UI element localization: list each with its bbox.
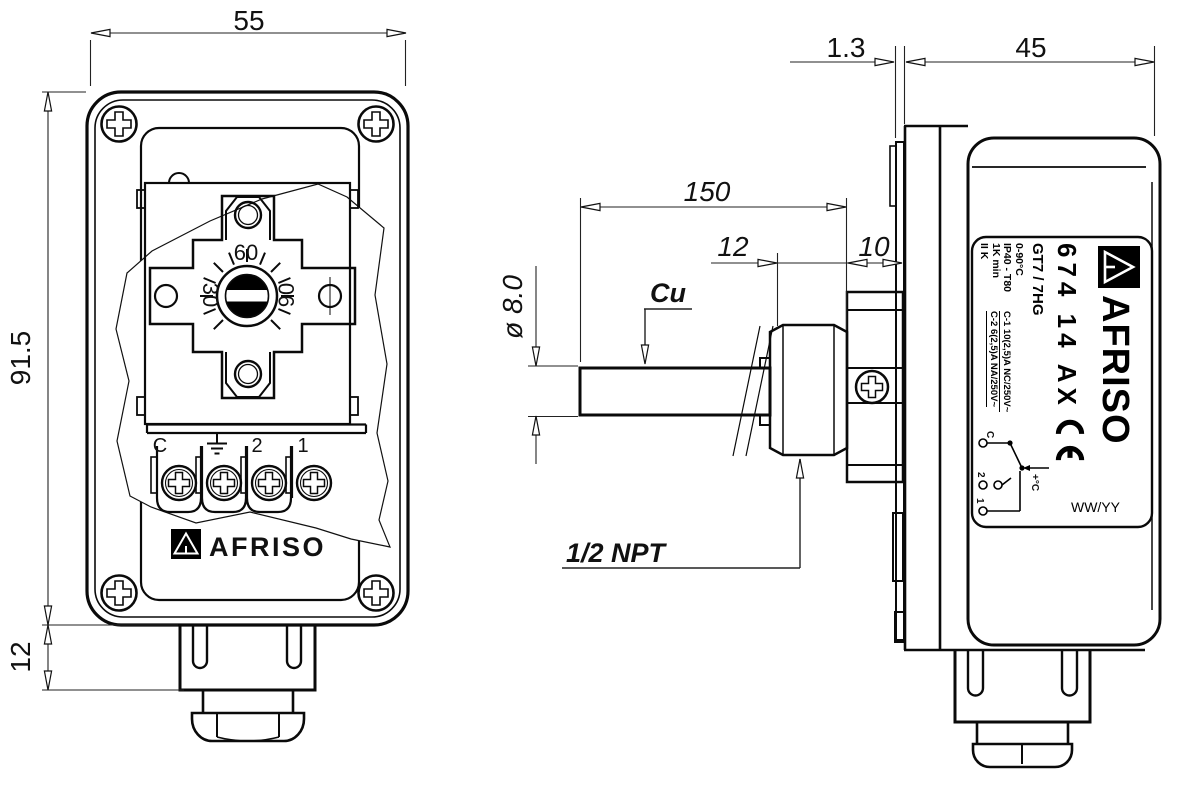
dial-knob-ring[interactable]	[215, 264, 279, 328]
npt-fitting	[759, 323, 849, 457]
dim-probe-length: 150	[684, 176, 731, 207]
sensor-bracket	[845, 290, 905, 484]
side-view	[578, 124, 1162, 769]
label-spec-class: II K	[978, 243, 991, 260]
phillips-screw-icon	[363, 580, 389, 606]
dim-boss-depth: 10	[858, 231, 890, 262]
label-date-code: WW/YY	[1071, 499, 1120, 515]
product-label: AFRISO 674 14 AX GT7 / 7HG 0-90°C IP40 -…	[972, 237, 1152, 527]
circuit-terminal-2: 2	[975, 472, 986, 478]
top-screw-icon	[233, 200, 263, 230]
circuit-terminal-1: 1	[974, 498, 985, 504]
bracket-screw[interactable]	[854, 369, 890, 405]
ground-icon	[207, 433, 227, 455]
label-type: GT7 / 7HG	[1029, 243, 1046, 316]
phillips-screw-icon	[363, 111, 389, 137]
phillips-screw-icon	[212, 471, 236, 495]
afriso-logo-text: AFRISO	[209, 532, 326, 562]
terminal-label-c: C	[153, 435, 167, 457]
product-label-rotated-content: AFRISO 674 14 AX GT7 / 7HG 0-90°C IP40 -…	[972, 237, 1152, 527]
label-spec-range: 0-90°C	[1013, 243, 1025, 276]
dial-scale-ticks	[200, 249, 294, 330]
front-housing-outline	[85, 90, 410, 627]
dim-side-depth: 45	[1015, 32, 1046, 63]
label-brand: AFRISO	[1094, 295, 1136, 445]
label-specs: 0-90°C IP40 - T80 1K min II K	[978, 243, 1026, 293]
cover-screws[interactable]	[100, 105, 395, 612]
probe-material-label: Cu	[650, 278, 686, 308]
dial-label-90: 90	[274, 283, 299, 307]
label-ratings: C-1 10(2,5)A NC/250V~ C-2 6(2,5)A NA/250…	[986, 311, 1012, 413]
front-view	[85, 90, 410, 743]
label-spec-ip: IP40 - T80	[1001, 243, 1014, 293]
phillips-screw-icon	[106, 111, 132, 137]
dim-front-height: 91.5	[5, 331, 36, 386]
dim-probe-diameter: ø 8.0	[497, 275, 528, 339]
terminal-label-2: 2	[251, 435, 262, 457]
left-mount-hole	[153, 283, 179, 309]
dial-label-30: 30	[198, 283, 223, 307]
label-rating-c2: C-2 6(2,5)A NA/250V~	[986, 311, 999, 408]
thread-label: 1/2 NPT	[566, 538, 668, 568]
probe-tube	[578, 366, 772, 417]
dim-side-gap: 1.3	[827, 32, 866, 63]
label-spec-diff: 1K min	[990, 243, 1002, 279]
dim-front-width: 55	[233, 5, 264, 36]
afriso-label-logo	[1098, 246, 1140, 288]
terminal-rail	[145, 423, 368, 435]
dim-front-neck: 12	[5, 641, 36, 672]
bottom-screw-icon	[233, 359, 263, 389]
side-cover	[966, 136, 1162, 647]
dial-label-60: 60	[234, 240, 258, 265]
housing-base	[903, 124, 1145, 652]
dial-knob-slot[interactable]	[224, 273, 270, 319]
switch-cross-plate	[148, 194, 357, 400]
phillips-screw-icon	[257, 471, 281, 495]
terminal-label-1: 1	[297, 435, 308, 457]
phillips-screw-icon	[302, 471, 326, 495]
phillips-screw-icon	[106, 580, 132, 606]
terminal-screws[interactable]	[160, 464, 333, 502]
label-rating-c1: C-1 10(2,5)A NC/250V~	[999, 311, 1012, 413]
circuit-terminal-c: C	[984, 431, 995, 438]
phillips-screw-icon	[167, 471, 191, 495]
break-lines	[732, 325, 774, 457]
circuit-temp-label: +°C	[1029, 474, 1040, 491]
phillips-screw-icon	[860, 375, 884, 399]
afriso-logo	[171, 529, 201, 559]
side-cable-gland	[953, 650, 1092, 769]
gland-nut	[971, 742, 1074, 769]
terminal-block	[150, 446, 294, 514]
product-label-outline	[970, 235, 1154, 529]
label-model-number: 674 14 AX	[1052, 243, 1082, 410]
dim-thread-length: 12	[717, 231, 749, 262]
gland-nut	[190, 711, 306, 743]
temperature-arrow-icon	[1023, 465, 1030, 471]
front-cable-gland	[178, 625, 317, 743]
